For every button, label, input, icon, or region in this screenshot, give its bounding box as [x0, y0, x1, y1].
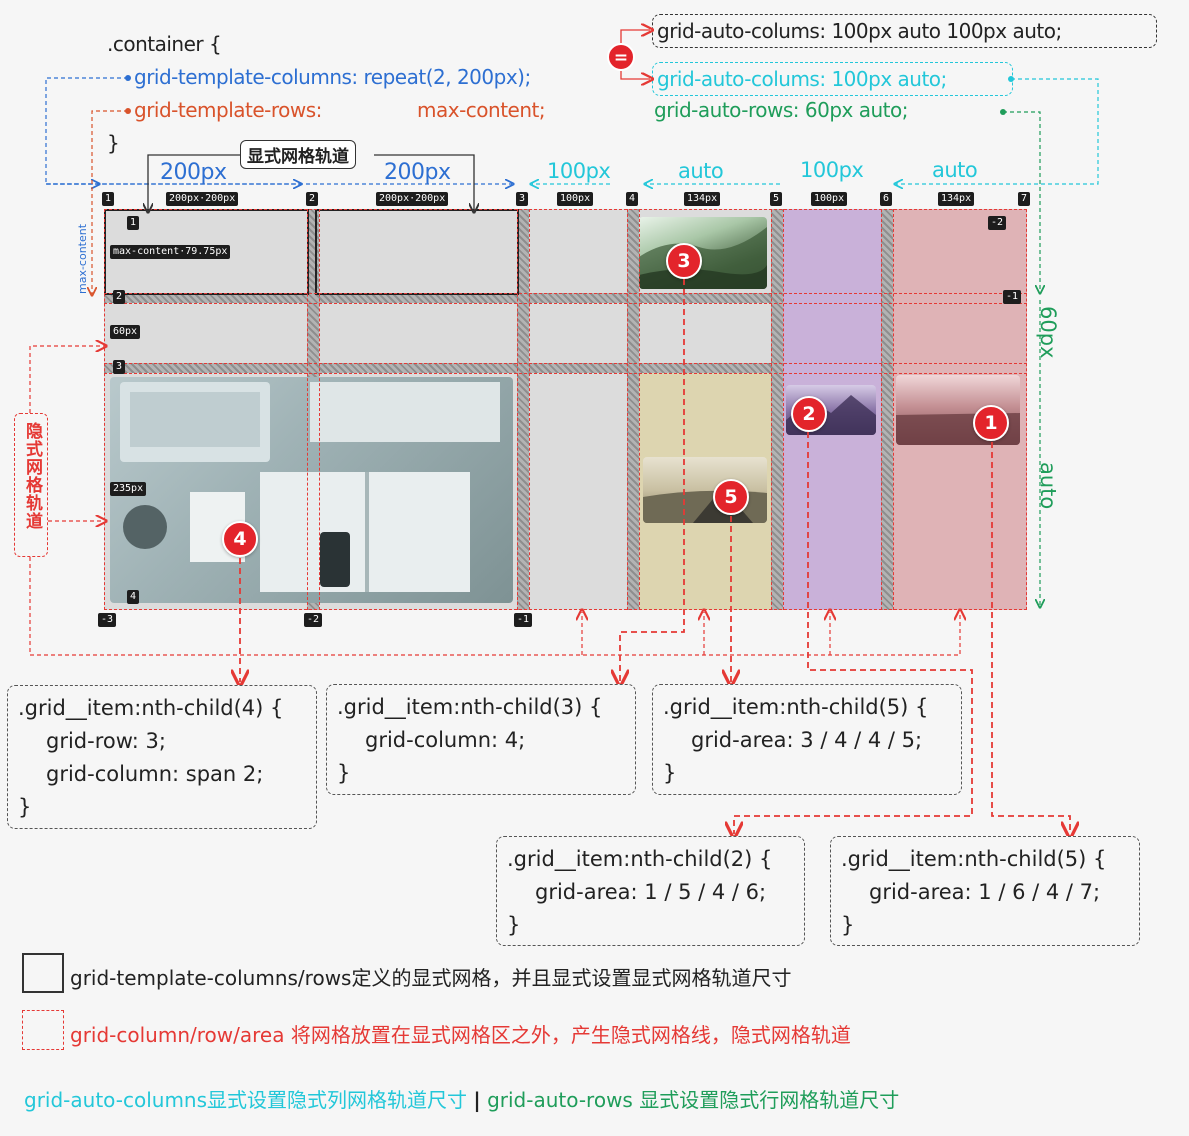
- column-line: [319, 209, 320, 610]
- col5-size-label: 100px: [800, 158, 864, 182]
- row-line: [104, 293, 1027, 294]
- code-selector: .container {: [107, 32, 222, 56]
- code-template-rows-prop: grid-template-rows:: [134, 98, 322, 122]
- legend-implicit-text: grid-column/row/area 将网格放置在显式网格区之外，产生隐式网…: [70, 1023, 851, 1047]
- column-line: [893, 209, 894, 610]
- note-item-5-head: .grid__item:nth-child(5) {: [663, 695, 929, 719]
- note-item-5-area: .grid__item:nth-child(5) { grid-area: 3 …: [652, 684, 962, 795]
- row1-size-label: max-content: [76, 223, 89, 294]
- column-size-tag-1: 200px·200px: [166, 192, 239, 206]
- column-size-tag-4: 134px: [684, 192, 721, 206]
- row-line: [104, 373, 1027, 374]
- row-gap: [104, 363, 1027, 373]
- implicit-track-box: 隐式网格轨道: [14, 413, 48, 557]
- column-line-number-6: 6: [880, 192, 893, 206]
- col3-size-label: 100px: [547, 159, 611, 183]
- note-item-4-line-2: grid-column: span 2;: [46, 762, 264, 786]
- auto-columns-text-2: grid-auto-colums: 100px auto;: [657, 67, 947, 91]
- column-line-number-5: 5: [770, 192, 783, 206]
- column-line: [881, 209, 882, 610]
- auto-columns-declaration-1: grid-auto-colums: 100px auto 100px auto;: [652, 14, 1157, 48]
- column-gap: [517, 209, 529, 610]
- note-item-5-close: }: [663, 761, 677, 785]
- row-size-tag-2: 60px: [110, 325, 141, 339]
- column-line: [639, 209, 640, 610]
- column-line-number-7: 7: [1018, 192, 1031, 206]
- note-item-3-head: .grid__item:nth-child(3) {: [337, 695, 603, 719]
- legend-separator: |: [473, 1088, 481, 1112]
- col2-size-label: 200px: [384, 160, 451, 185]
- row-line: [104, 303, 1027, 304]
- legend-implicit-swatch: [22, 1010, 64, 1050]
- col4-size-label: auto: [678, 159, 724, 183]
- column-line-number-1: 1: [102, 192, 115, 206]
- column-line-negative-3: -3: [98, 613, 117, 627]
- item-number-4: 4: [222, 521, 258, 557]
- note-item-3-line-1: grid-column: 4;: [365, 728, 526, 752]
- note-item-4-head: .grid__item:nth-child(4) {: [18, 696, 284, 720]
- row-gap: [104, 293, 1027, 303]
- auto-columns-text-1: grid-auto-colums: 100px auto 100px auto;: [657, 19, 1062, 43]
- note-item-3: .grid__item:nth-child(3) { grid-column: …: [326, 684, 636, 795]
- row-line-number-3: 3: [113, 360, 126, 374]
- row-size-tag-3: 235px: [110, 482, 147, 496]
- column-line-negative-1: -1: [514, 613, 533, 627]
- legend-auto-line: grid-auto-columns显式设置隐式列网格轨道尺寸 | grid-au…: [24, 1084, 899, 1113]
- row-line: [104, 363, 1027, 364]
- column-line: [307, 209, 308, 610]
- row-line-number-2: 2: [113, 290, 126, 304]
- item-number-3: 3: [666, 243, 702, 279]
- row-line-number-4: 4: [127, 590, 140, 604]
- note-item-5-line-1: grid-area: 3 / 4 / 4 / 5;: [691, 728, 923, 752]
- explicit-track-label: 显式网格轨道: [240, 140, 356, 169]
- implicit-track-label: 隐式网格轨道: [22, 422, 42, 530]
- item-number-1: 1: [973, 405, 1009, 441]
- column-line: [783, 209, 784, 610]
- column-line-negative-2: -2: [304, 613, 323, 627]
- item-number-5: 5: [713, 479, 749, 515]
- note-item-2-line-1: grid-area: 1 / 5 / 4 / 6;: [535, 880, 767, 904]
- item-number-2: 2: [791, 396, 827, 432]
- column-line: [517, 209, 518, 610]
- column-size-tag-3: 100px: [557, 192, 594, 206]
- column-line-number-2: 2: [306, 192, 319, 206]
- code-close: }: [107, 131, 120, 155]
- col6-size-label: auto: [932, 158, 978, 182]
- col1-size-label: 200px: [160, 160, 227, 185]
- column-line: [529, 209, 530, 610]
- note-item-2: .grid__item:nth-child(2) { grid-area: 1 …: [496, 836, 805, 946]
- column-line: [771, 209, 772, 610]
- note-item-1: .grid__item:nth-child(5) { grid-area: 1 …: [830, 836, 1140, 946]
- row-size-tag-1: max-content·79.75px: [110, 245, 231, 259]
- column-line-number-3: 3: [516, 192, 529, 206]
- note-item-2-close: }: [507, 913, 521, 937]
- code-template-columns: grid-template-columns: repeat(2, 200px);: [134, 65, 531, 89]
- code-template-rows-value: max-content;: [417, 98, 546, 122]
- legend-explicit-text: grid-template-columns/rows定义的显式网格，并且显式设置…: [70, 966, 792, 990]
- column-line-number-4: 4: [626, 192, 639, 206]
- row-line-negative-2: -2: [988, 216, 1007, 230]
- note-item-4-line-1: grid-row: 3;: [46, 729, 166, 753]
- legend-explicit-swatch: [22, 953, 64, 993]
- row-line-negative-1: -1: [1003, 290, 1022, 304]
- note-item-1-line-1: grid-area: 1 / 6 / 4 / 7;: [869, 880, 1101, 904]
- column-size-tag-5: 100px: [811, 192, 848, 206]
- note-item-1-close: }: [841, 913, 855, 937]
- row-line-number-1: 1: [127, 216, 140, 230]
- note-item-1-head: .grid__item:nth-child(5) {: [841, 847, 1107, 871]
- row2-size-label: 60px: [1036, 306, 1060, 359]
- column-size-tag-2: 200px·200px: [376, 192, 449, 206]
- auto-columns-declaration-2: grid-auto-colums: 100px auto;: [652, 62, 1013, 96]
- equals-badge: =: [607, 43, 635, 71]
- legend-auto-columns-text: grid-auto-columns显式设置隐式列网格轨道尺寸: [24, 1088, 468, 1112]
- column-size-tag-6: 134px: [938, 192, 975, 206]
- note-item-4-close: }: [18, 795, 32, 819]
- legend-auto-rows-text: grid-auto-rows 显式设置隐式行网格轨道尺寸: [487, 1088, 900, 1112]
- note-item-4: .grid__item:nth-child(4) { grid-row: 3; …: [7, 685, 317, 829]
- row3-size-label: auto: [1036, 462, 1060, 510]
- note-item-2-head: .grid__item:nth-child(2) {: [507, 847, 773, 871]
- note-item-3-close: }: [337, 761, 351, 785]
- auto-rows-declaration: grid-auto-rows: 60px auto;: [654, 98, 908, 122]
- column-line: [627, 209, 628, 610]
